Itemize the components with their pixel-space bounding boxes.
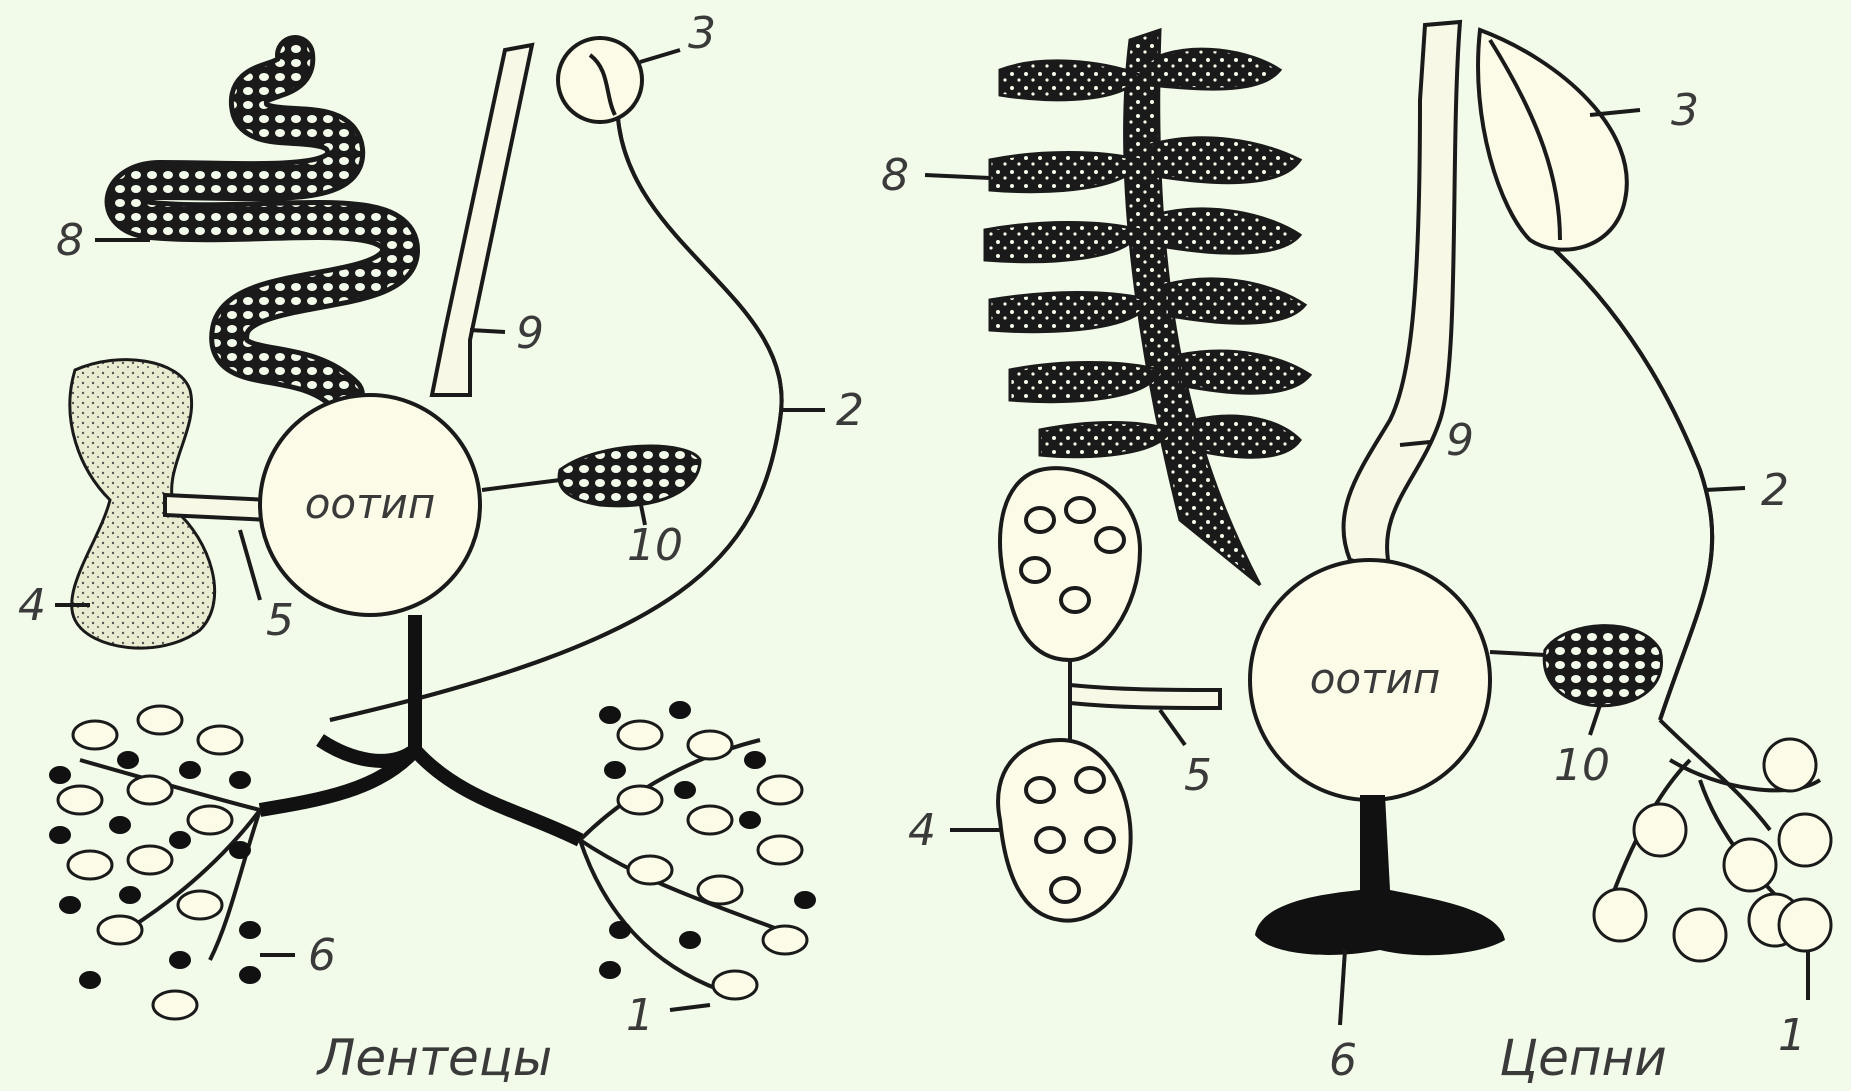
left-ootype-label: оотип [305, 479, 436, 528]
right-panel: оотип 8 9 3 2 10 4 5 6 [881, 22, 1831, 1087]
right-caption: Цепни [1499, 1029, 1666, 1087]
left-label-9: 9 [516, 308, 544, 359]
left-duct-5 [165, 495, 270, 520]
right-label-9: 9 [1446, 415, 1474, 466]
left-label-2: 2 [836, 385, 864, 436]
left-label-6: 6 [308, 930, 336, 981]
right-organ-10 [1544, 626, 1661, 706]
right-label-1: 1 [1778, 1010, 1806, 1061]
right-vagina [1344, 22, 1460, 570]
left-ovary-lobe-left [49, 706, 261, 1019]
right-label-5: 5 [1184, 750, 1212, 801]
left-label-5: 5 [266, 595, 294, 646]
right-label-3: 3 [1671, 85, 1699, 136]
left-organ-10 [559, 446, 700, 506]
left-caption: Лентецы [316, 1029, 552, 1087]
left-oviduct [260, 615, 580, 840]
left-label-8: 8 [56, 215, 84, 266]
right-organ-3 [1478, 30, 1627, 250]
left-label-10: 10 [627, 520, 683, 571]
right-ovary-6 [1255, 795, 1505, 955]
left-label-3: 3 [688, 8, 716, 59]
right-label-6: 6 [1329, 1035, 1357, 1086]
left-organ-3 [558, 38, 642, 122]
left-ovary-lobe-right [580, 701, 816, 999]
right-label-8: 8 [881, 150, 909, 201]
right-ootype-label: оотип [1310, 654, 1441, 703]
right-duct-5 [1070, 685, 1220, 708]
right-label-10: 10 [1554, 740, 1610, 791]
right-label-4: 4 [908, 805, 936, 856]
right-label-2: 2 [1761, 465, 1789, 516]
left-label-4: 4 [18, 580, 46, 631]
right-follicles [1594, 720, 1831, 961]
left-panel: оотип [18, 8, 864, 1087]
left-label-1: 1 [626, 990, 654, 1041]
